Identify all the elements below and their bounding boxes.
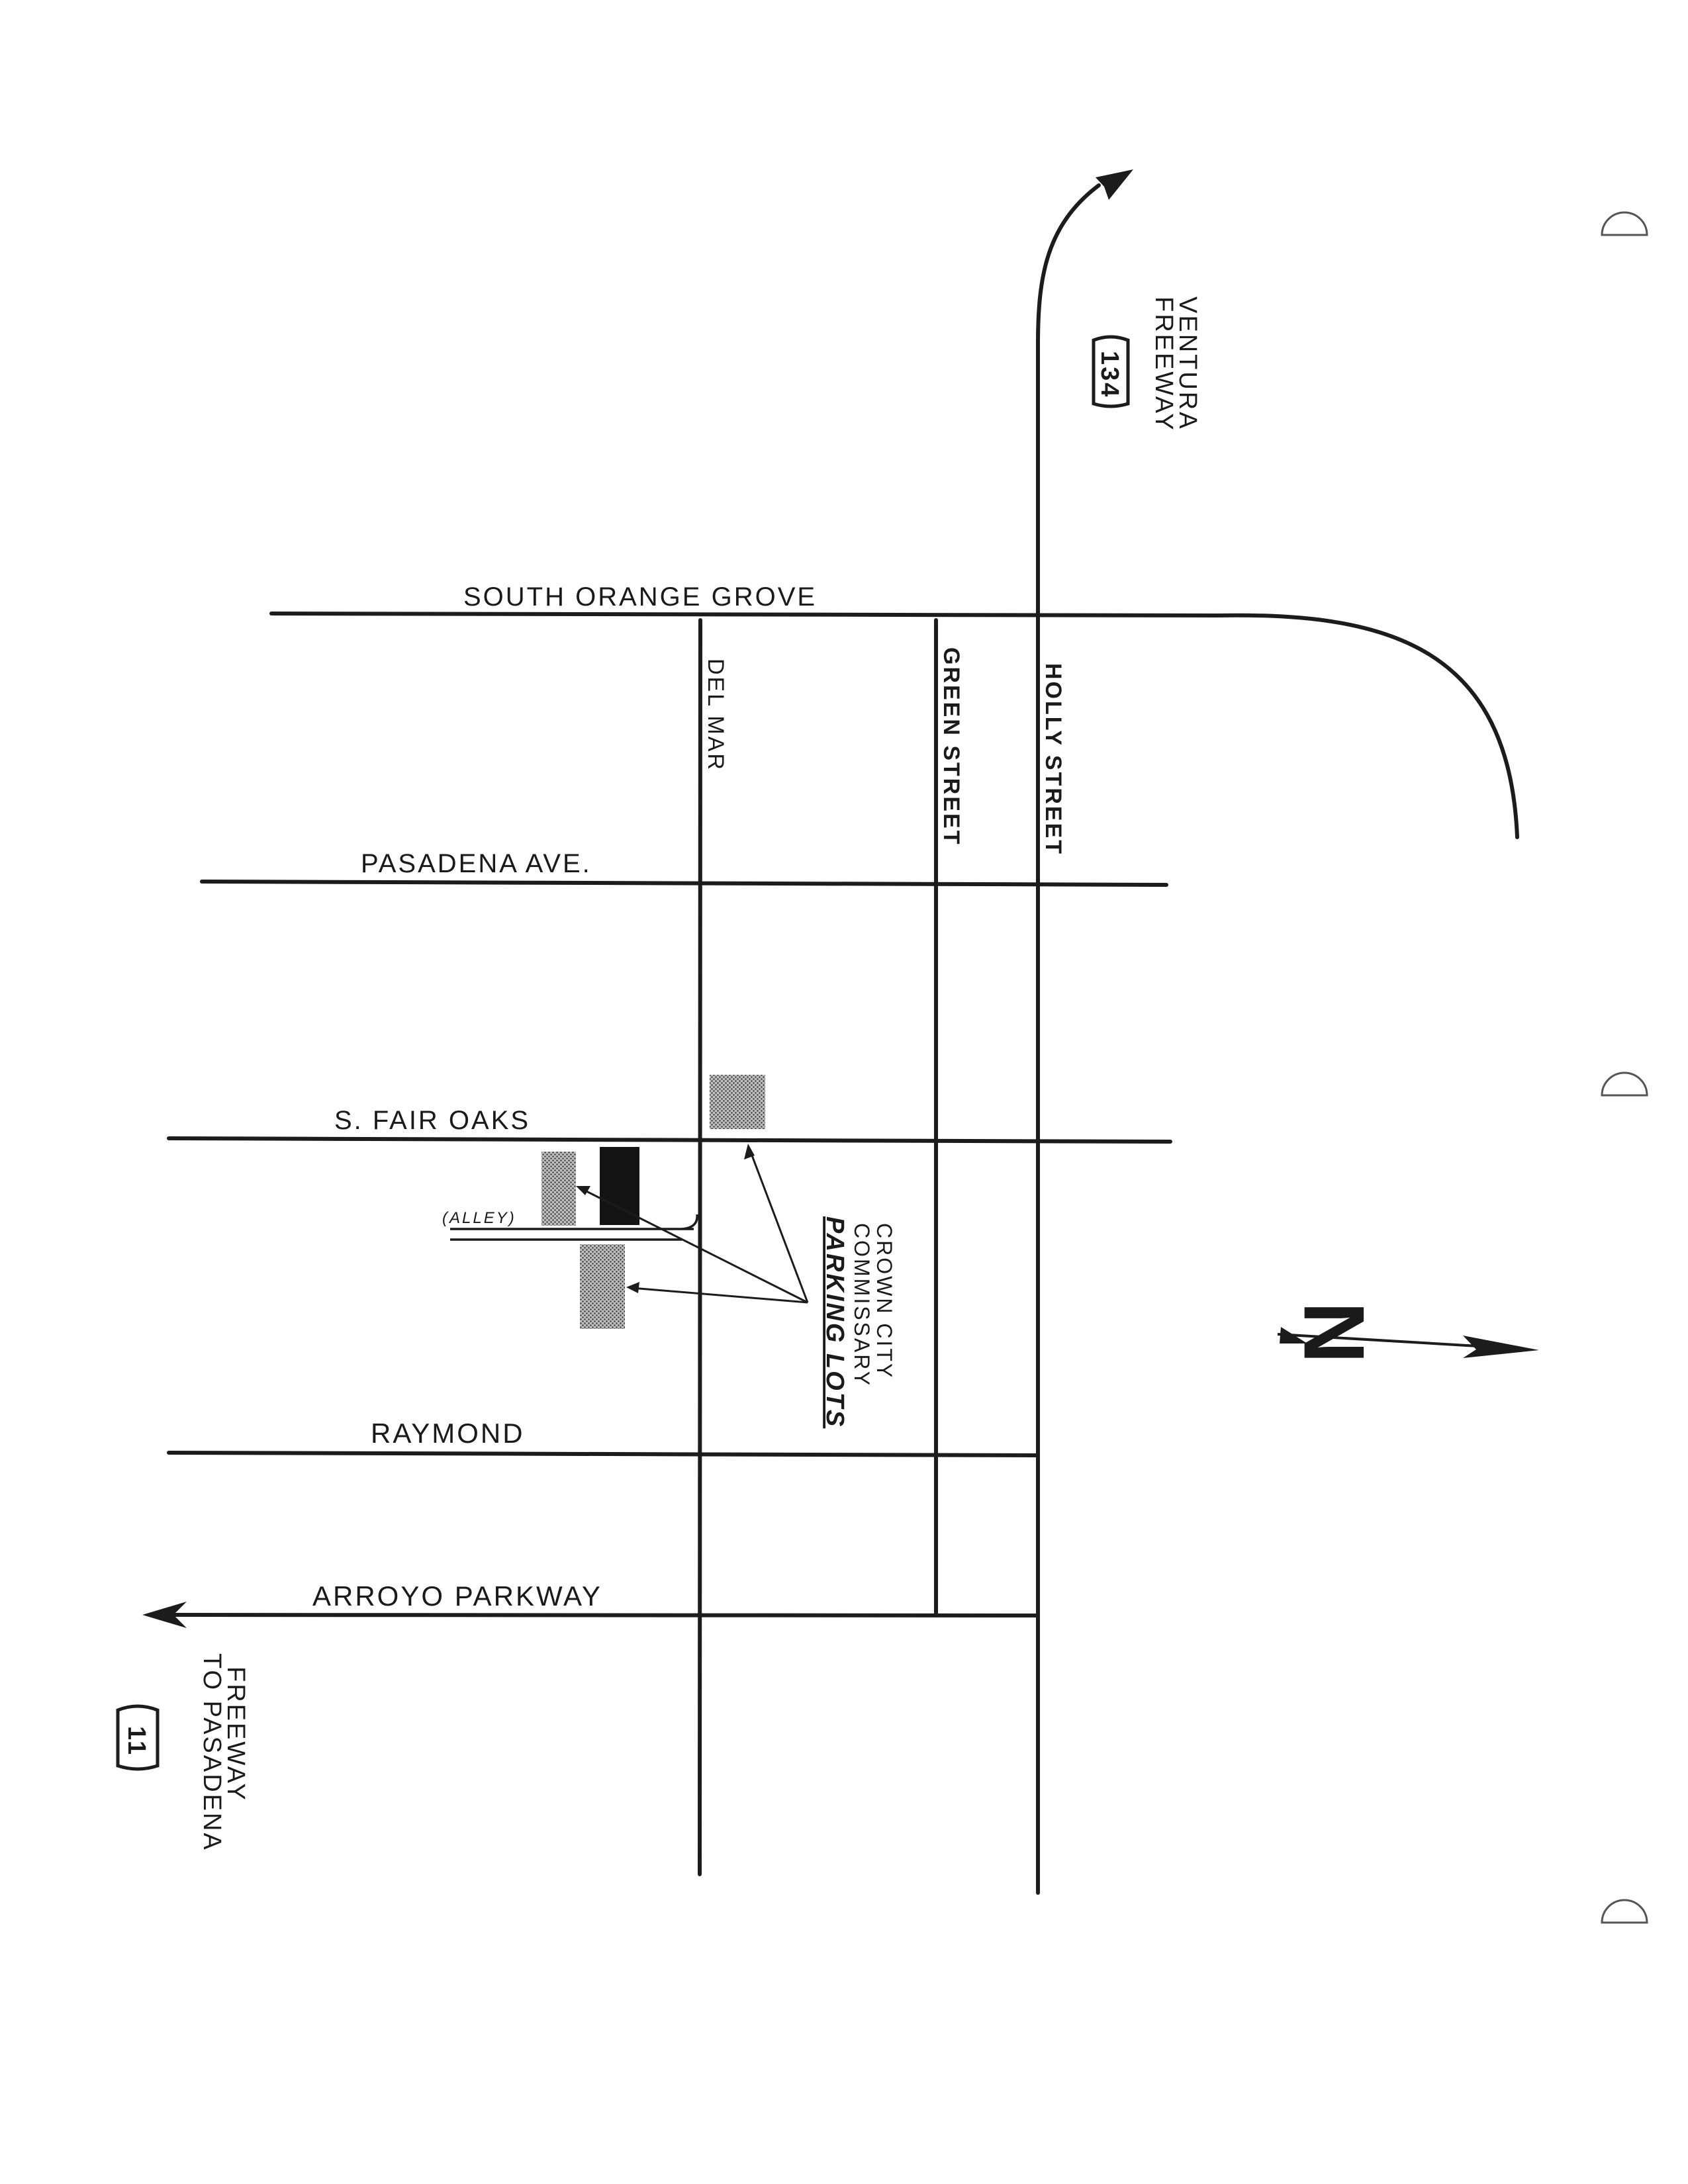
- route-134-shield-icon: 134: [1092, 335, 1130, 408]
- label-commissary: COMMISSARY: [850, 1223, 874, 1387]
- label-pasadena-freeway: FREEWAY: [222, 1666, 250, 1802]
- punch-hole-bottom: [1601, 1899, 1648, 1924]
- label-crown-city: CROWN CITY: [872, 1223, 896, 1379]
- label-ventura-freeway: FREEWAY: [1150, 296, 1178, 432]
- pointer-arrowhead-west-lot: [576, 1186, 590, 1195]
- punch-hole-top: [1601, 211, 1648, 236]
- street-south-orange-grove-curve: [1216, 613, 1519, 839]
- punch-hole-middle: [1601, 1071, 1648, 1097]
- parking-lot-west-shaded: [541, 1152, 576, 1226]
- pointer-arrow-south-lot: [631, 1287, 808, 1304]
- label-alley: (ALLEY): [442, 1209, 516, 1227]
- pointer-arrowhead-south-lot: [626, 1282, 639, 1293]
- parking-lot-south: [580, 1244, 625, 1329]
- route-11-shield-icon: 11: [116, 1704, 160, 1771]
- label-fair-oaks: S. FAIR OAKS: [334, 1106, 530, 1135]
- ventura-arrowhead: [1096, 169, 1133, 200]
- pointer-arrowhead-north-lot: [744, 1144, 755, 1160]
- route-134-number: 134: [1096, 351, 1123, 398]
- route-11-number: 11: [122, 1726, 150, 1756]
- label-holly-street: HOLLY STREET: [1041, 663, 1066, 856]
- compass-letter-n: N: [1286, 1302, 1383, 1366]
- label-arroyo-parkway: ARROYO PARKWAY: [312, 1580, 602, 1612]
- label-green-street: GREEN STREET: [939, 647, 964, 846]
- north-arrow-icon: N: [1277, 1302, 1539, 1366]
- street-pasadena-ave: [200, 880, 1168, 887]
- street-raymond: [167, 1451, 1038, 1457]
- pointer-arrow-north-lot: [749, 1150, 809, 1303]
- parking-lots-label: CROWN CITY COMMISSARY PARKING LOTS: [821, 1216, 896, 1428]
- street-south-orange-grove: [269, 612, 1220, 617]
- ventura-freeway-curve: [1036, 183, 1101, 622]
- parking-lot-delmar-north: [710, 1075, 765, 1129]
- street-fair-oaks: [167, 1136, 1172, 1144]
- label-pasadena-ave: PASADENA AVE.: [361, 849, 592, 878]
- pointer-arrow-west-lot: [581, 1187, 808, 1304]
- parking-lot-dark: [600, 1147, 639, 1225]
- ventura-freeway-label: VENTURA FREEWAY: [1150, 296, 1201, 432]
- arroyo-arrowhead: [142, 1602, 187, 1628]
- pasadena-freeway-label: TO PASADENA FREEWAY: [198, 1653, 250, 1852]
- label-south-orange-grove: SOUTH ORANGE GROVE: [463, 582, 817, 612]
- label-to-pasadena: TO PASADENA: [198, 1653, 226, 1852]
- label-del-mar: DEL MAR: [703, 659, 728, 772]
- label-raymond: RAYMOND: [371, 1418, 525, 1449]
- label-ventura: VENTURA: [1174, 296, 1201, 431]
- label-parking-lots: PARKING LOTS: [821, 1216, 849, 1428]
- alley-corner: [681, 1214, 698, 1230]
